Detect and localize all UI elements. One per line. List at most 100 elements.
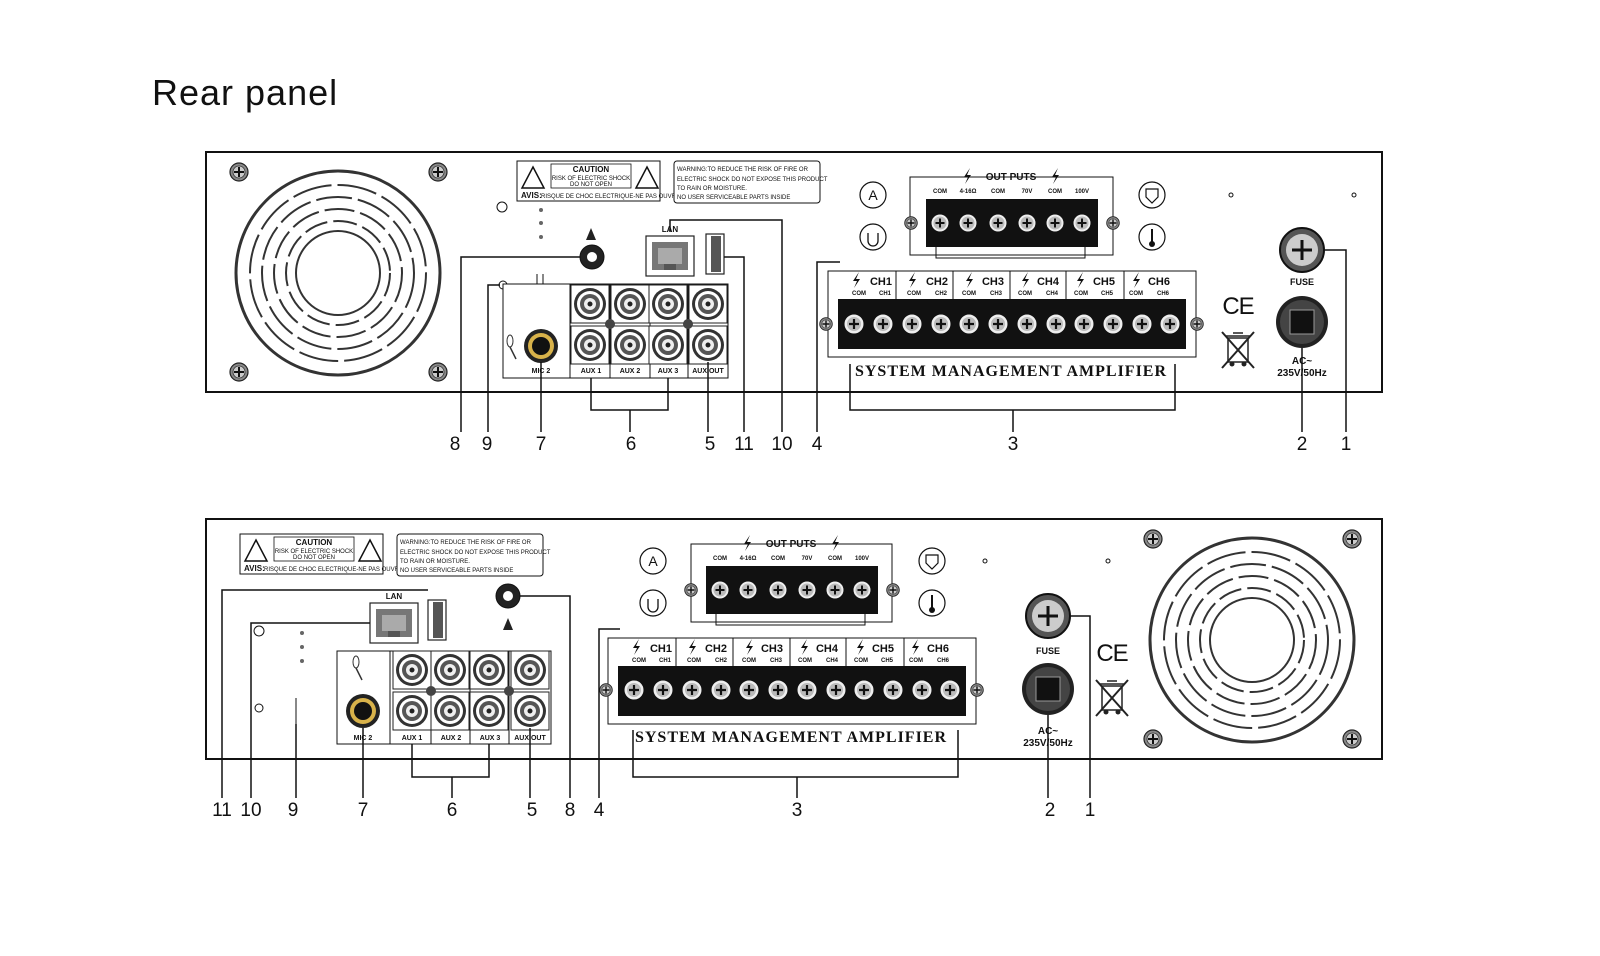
aux2-right-jack[interactable]: [610, 284, 650, 324]
aux3-right-jack[interactable]: [469, 650, 509, 690]
zone-terminal[interactable]: [896, 298, 928, 350]
zone-terminal[interactable]: [1097, 298, 1129, 350]
zone-terminal[interactable]: [1011, 298, 1043, 350]
zone-terminal[interactable]: [618, 664, 650, 716]
zone-terminal[interactable]: [906, 664, 938, 716]
svg-text:COM: COM: [991, 189, 1005, 195]
output-terminal[interactable]: [706, 567, 734, 613]
output-terminal[interactable]: [793, 567, 821, 613]
aux3-right-jack[interactable]: [648, 284, 688, 324]
output-terminal[interactable]: [926, 200, 954, 246]
svg-text:COM: COM: [1129, 291, 1143, 297]
aux-out-left-jack[interactable]: [510, 691, 550, 731]
zone-terminal[interactable]: [762, 664, 794, 716]
aux1-right-jack[interactable]: [570, 284, 610, 324]
aux3-left-jack[interactable]: [469, 691, 509, 731]
screw-icon: [1342, 529, 1362, 549]
aux2-left-jack[interactable]: [610, 325, 650, 365]
svg-text:A: A: [868, 187, 878, 203]
svg-text:TO RAIN OR MOISTURE.: TO RAIN OR MOISTURE.: [677, 186, 747, 192]
svg-text:DO NOT OPEN: DO NOT OPEN: [293, 555, 335, 561]
zone-terminal[interactable]: [647, 664, 679, 716]
zone-terminal[interactable]: [1126, 298, 1158, 350]
a-icon: [859, 181, 887, 209]
zone-terminal[interactable]: [820, 664, 852, 716]
zone-terminal[interactable]: [733, 664, 765, 716]
zone-terminal[interactable]: [705, 664, 737, 716]
callout-label: 3: [1008, 434, 1019, 455]
fan-grille-icon: [234, 169, 442, 377]
zone-terminal[interactable]: [925, 298, 957, 350]
svg-text:COM: COM: [713, 556, 727, 562]
zone-terminal[interactable]: [676, 664, 708, 716]
svg-text:100V: 100V: [855, 556, 869, 562]
screw-icon: [1105, 216, 1121, 231]
aux2-right-jack[interactable]: [430, 650, 470, 690]
output-terminal[interactable]: [1013, 200, 1041, 246]
output-terminal[interactable]: [734, 567, 762, 613]
output-terminal[interactable]: [848, 567, 876, 613]
output-terminal[interactable]: [1068, 200, 1096, 246]
svg-text:CH6: CH6: [927, 643, 949, 655]
power-inlet[interactable]: [1275, 295, 1329, 349]
aux1-right-jack[interactable]: [392, 650, 432, 690]
protection-icon: [1138, 181, 1166, 209]
zone-terminal[interactable]: [953, 298, 985, 350]
output-terminal[interactable]: [954, 200, 982, 246]
output-terminal-block: OUT PUTS COM 4-16Ω COM 70V COM 100V: [684, 535, 900, 626]
zone-terminal[interactable]: [848, 664, 880, 716]
zone-terminal[interactable]: [982, 298, 1014, 350]
top-panel: CAUTION RISK OF ELECTRIC SHOCK DO NOT OP…: [205, 151, 1383, 455]
lan-port[interactable]: [369, 602, 419, 644]
svg-text:WARNING:TO REDUCE THE RISK OF: WARNING:TO REDUCE THE RISK OF FIRE OR: [677, 167, 809, 173]
aux3-left-jack[interactable]: [648, 325, 688, 365]
output-terminal[interactable]: [984, 200, 1012, 246]
aux-out-left-jack[interactable]: [688, 325, 728, 365]
aux-out-right-jack[interactable]: [510, 650, 550, 690]
ce-mark-icon: CE: [1222, 293, 1253, 320]
bolt-icon: [857, 639, 864, 655]
zone-terminal-block: CH1 CH2 CH3 CH4 CH5 CH6 COM CH1 COM CH2 …: [599, 637, 984, 725]
svg-text:A: A: [648, 553, 658, 569]
svg-text:CH1: CH1: [879, 291, 892, 297]
svg-text:COM: COM: [828, 556, 842, 562]
zone-terminal[interactable]: [867, 298, 899, 350]
callout-label: 7: [536, 434, 547, 455]
output-terminal[interactable]: [764, 567, 792, 613]
zone-terminal[interactable]: [934, 664, 966, 716]
output-terminal[interactable]: [1041, 200, 1069, 246]
zone-terminal[interactable]: [1040, 298, 1072, 350]
aux1-left-jack[interactable]: [570, 325, 610, 365]
lan-port[interactable]: [645, 235, 695, 277]
svg-text:4-16Ω: 4-16Ω: [740, 556, 757, 562]
zone-terminal[interactable]: [1154, 298, 1186, 350]
zone-terminal[interactable]: [877, 664, 909, 716]
mic2-jack[interactable]: [524, 329, 558, 363]
svg-text:COM: COM: [854, 658, 868, 664]
bolt-icon: [746, 639, 753, 655]
channel-4-label: CH4: [1037, 276, 1060, 288]
power-inlet[interactable]: [1021, 662, 1075, 716]
zone-terminal[interactable]: [838, 298, 870, 350]
svg-text:OUT PUTS: OUT PUTS: [766, 539, 817, 550]
callout-label: 5: [705, 434, 716, 455]
channel-6-label: CH6: [1148, 276, 1170, 288]
output-terminal[interactable]: [821, 567, 849, 613]
fuse-holder[interactable]: [1024, 592, 1072, 640]
callout-label: 3: [792, 800, 803, 821]
svg-text:COM: COM: [1018, 291, 1032, 297]
fuse-holder[interactable]: [1278, 226, 1326, 274]
zone-terminal[interactable]: [791, 664, 823, 716]
zone-terminal-block: CH1 CH2 CH3 CH4 CH5 CH6 COM CH1 COM CH2 …: [819, 270, 1205, 358]
svg-text:CH6: CH6: [937, 658, 950, 664]
aux1-left-jack[interactable]: [392, 691, 432, 731]
panel-outline: [205, 518, 1383, 760]
caution-label: CAUTION RISK OF ELECTRIC SHOCK DO NOT OP…: [239, 533, 406, 575]
aux-out-right-jack[interactable]: [688, 284, 728, 324]
zone-terminal[interactable]: [1068, 298, 1100, 350]
switch-icon[interactable]: [705, 233, 725, 275]
svg-text:COM: COM: [962, 291, 976, 297]
switch-icon[interactable]: [427, 599, 447, 641]
aux2-left-jack[interactable]: [430, 691, 470, 731]
mic2-jack[interactable]: [346, 694, 380, 728]
